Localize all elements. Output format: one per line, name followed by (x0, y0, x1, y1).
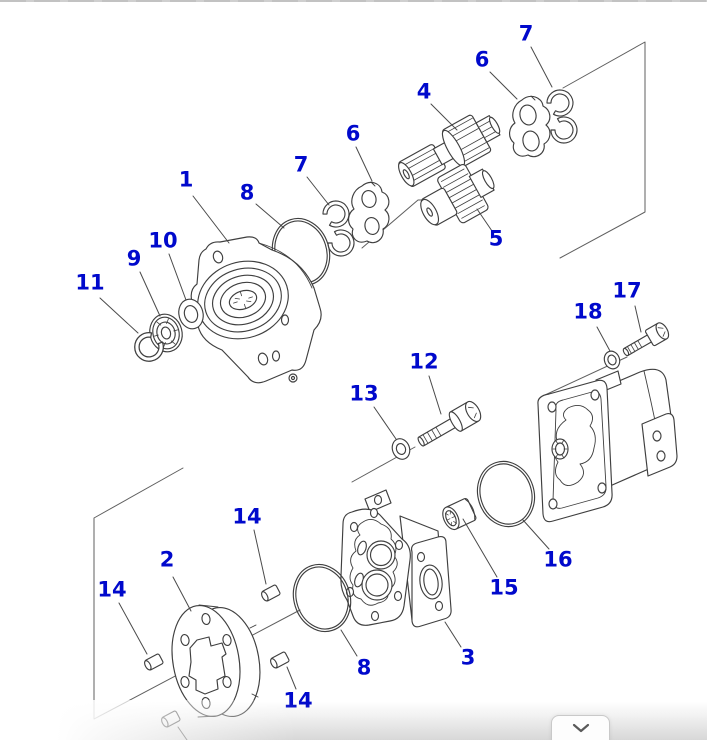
callout-1: 1 (178, 167, 194, 192)
callout-13: 13 (349, 381, 379, 406)
callout-9: 9 (126, 246, 142, 271)
part-washer-18 (603, 350, 621, 370)
chevron-down-icon (572, 723, 589, 733)
part-gear-case (340, 489, 452, 628)
part-drive-gear-shaft (398, 114, 501, 187)
callout-15: 15 (489, 575, 519, 600)
part-dowel-pin-3 (270, 651, 290, 669)
part-washer-10 (178, 298, 204, 330)
part-dowel-pin-2 (144, 653, 164, 671)
part-snap-rings-top (546, 89, 578, 144)
part-bolt-12 (417, 400, 482, 447)
callout-7-top: 7 (518, 21, 534, 46)
part-driven-gear (420, 164, 495, 226)
callout-3: 3 (460, 645, 476, 670)
callout-12: 12 (409, 349, 439, 374)
callout-leader-lines (99, 46, 642, 740)
part-bearing (149, 313, 183, 353)
part-bushing (442, 498, 477, 531)
part-front-cover (190, 236, 322, 384)
callout-14-top: 14 (232, 504, 262, 529)
callout-6-left: 6 (345, 121, 361, 146)
part-side-plate-right (509, 95, 551, 158)
top-border-line (0, 0, 707, 2)
part-spacer-flange (171, 604, 261, 718)
scroll-down-button[interactable] (551, 715, 610, 740)
part-o-ring-16 (476, 460, 536, 528)
part-snap-ring-11 (134, 332, 164, 362)
callout-6-right: 6 (474, 47, 490, 72)
part-rear-pump-assembly (537, 368, 678, 523)
part-side-plate-left (348, 181, 390, 244)
callout-7-left: 7 (293, 152, 309, 177)
part-o-ring-bottom (292, 563, 352, 633)
callout-18: 18 (573, 299, 603, 324)
callout-8-bottom: 8 (356, 655, 372, 680)
callout-8-top: 8 (239, 180, 255, 205)
part-dowel-pin-1 (261, 584, 281, 602)
part-washer-13 (391, 438, 411, 460)
callout-14-left: 14 (97, 577, 127, 602)
callout-10: 10 (148, 228, 178, 253)
part-dowel-pin-4 (161, 710, 181, 728)
callout-14-bottom: 14 (283, 688, 313, 713)
callout-16: 16 (543, 547, 573, 572)
callout-5: 5 (488, 226, 504, 251)
callout-2: 2 (159, 547, 175, 572)
part-bolt-17 (622, 322, 670, 357)
callout-17: 17 (612, 278, 642, 303)
callout-4: 4 (416, 79, 432, 104)
callout-11: 11 (75, 270, 105, 295)
